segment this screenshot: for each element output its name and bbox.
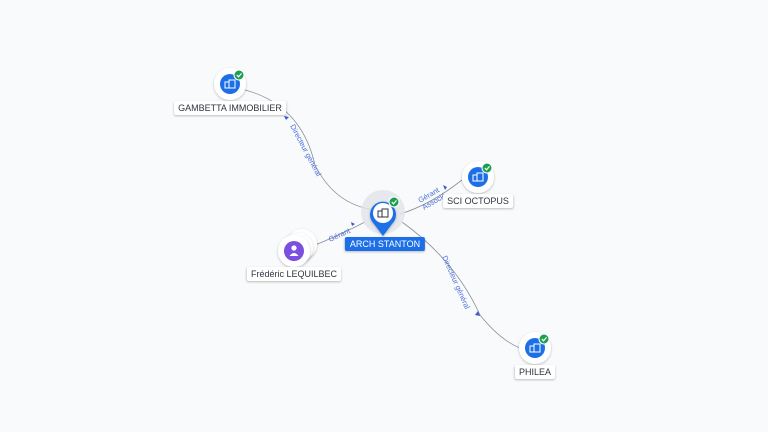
node-gambetta[interactable] (214, 68, 246, 100)
edge-philea-arrow (475, 311, 480, 316)
node-octopus-label[interactable]: SCI OCTOPUS (443, 194, 513, 208)
node-center-label[interactable]: ARCH STANTON (344, 237, 426, 251)
verified-check-icon (538, 333, 550, 345)
building-icon (472, 172, 484, 182)
building-icon (529, 343, 541, 353)
edge-gambetta-arrow (284, 116, 289, 120)
person-icon (289, 245, 299, 256)
edge-gambetta-label: Directeur général (288, 123, 323, 178)
verified-check-icon (233, 69, 245, 81)
node-philea[interactable] (519, 332, 551, 364)
building-icon (377, 208, 389, 218)
verified-check-icon (388, 196, 400, 208)
node-gambetta-label[interactable]: GAMBETTA IMMOBILIER (174, 101, 286, 115)
edge-octopus (399, 179, 463, 215)
node-philea-label[interactable]: PHILEA (514, 365, 556, 379)
edge-gambetta (235, 87, 376, 211)
node-person-label[interactable]: Frédéric LEQUILBEC (246, 267, 342, 281)
edge-person-arrow (351, 222, 355, 226)
verified-check-icon (481, 162, 493, 174)
node-center[interactable] (361, 190, 405, 236)
edge-octopus-arrow (443, 185, 447, 190)
edge-philea-label: Directeur général (440, 254, 472, 311)
node-octopus[interactable] (462, 161, 494, 193)
node-person[interactable] (278, 229, 317, 267)
edge-philea (401, 221, 521, 349)
building-icon (224, 79, 236, 89)
